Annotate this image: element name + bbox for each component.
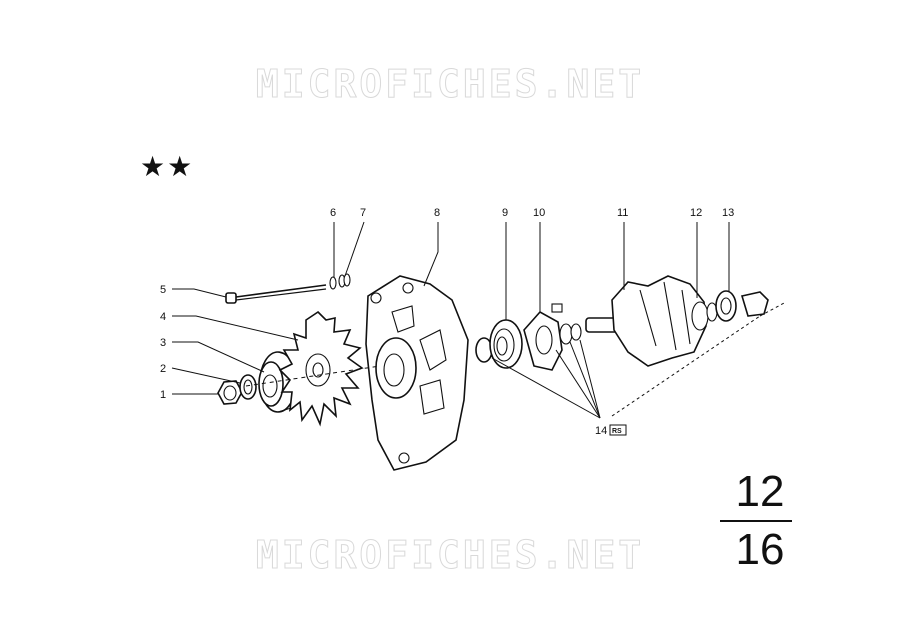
label-part-12: 12 (690, 207, 702, 219)
label-part-10: 10 (533, 207, 545, 219)
label-part-5: 5 (160, 284, 166, 296)
part-6-washer (329, 276, 337, 290)
label-part-14: 14 (595, 425, 607, 437)
label-part-8: 8 (434, 207, 440, 219)
part-2-washer (239, 374, 257, 400)
watermark-top: MICROFICHES.NET (255, 62, 645, 107)
part-10-retainer-plate (523, 303, 582, 371)
label-part-11: 11 (617, 207, 628, 219)
part-13-rear-bearing (715, 290, 769, 322)
part-8-drive-end-housing (365, 275, 469, 471)
rs-badge: RS (609, 424, 627, 436)
page-fraction-rule (720, 520, 792, 522)
page-number: 12 16 (720, 467, 792, 574)
label-part-6: 6 (330, 207, 336, 219)
label-part-13: 13 (722, 207, 734, 219)
label-part-2: 2 (160, 363, 166, 375)
label-part-4: 4 (160, 311, 166, 323)
double-star-marker: ★★ (140, 150, 195, 183)
part-5-through-bolt (225, 284, 327, 304)
part-9-ball-bearing (475, 319, 523, 369)
label-part-1: 1 (160, 389, 166, 401)
page-total: 16 (735, 525, 785, 574)
rs-badge-text: RS (612, 428, 622, 435)
part-7-spring-washer (338, 273, 351, 288)
leader-lines (171, 221, 787, 419)
label-part-3: 3 (160, 337, 166, 349)
label-part-7: 7 (360, 207, 366, 219)
watermark-bottom: MICROFICHES.NET (255, 533, 645, 578)
page-current: 12 (735, 467, 785, 516)
part-11-rotor (585, 275, 709, 367)
part-1-nut (217, 380, 243, 405)
part-4-fan (278, 310, 364, 427)
label-part-9: 9 (502, 207, 508, 219)
